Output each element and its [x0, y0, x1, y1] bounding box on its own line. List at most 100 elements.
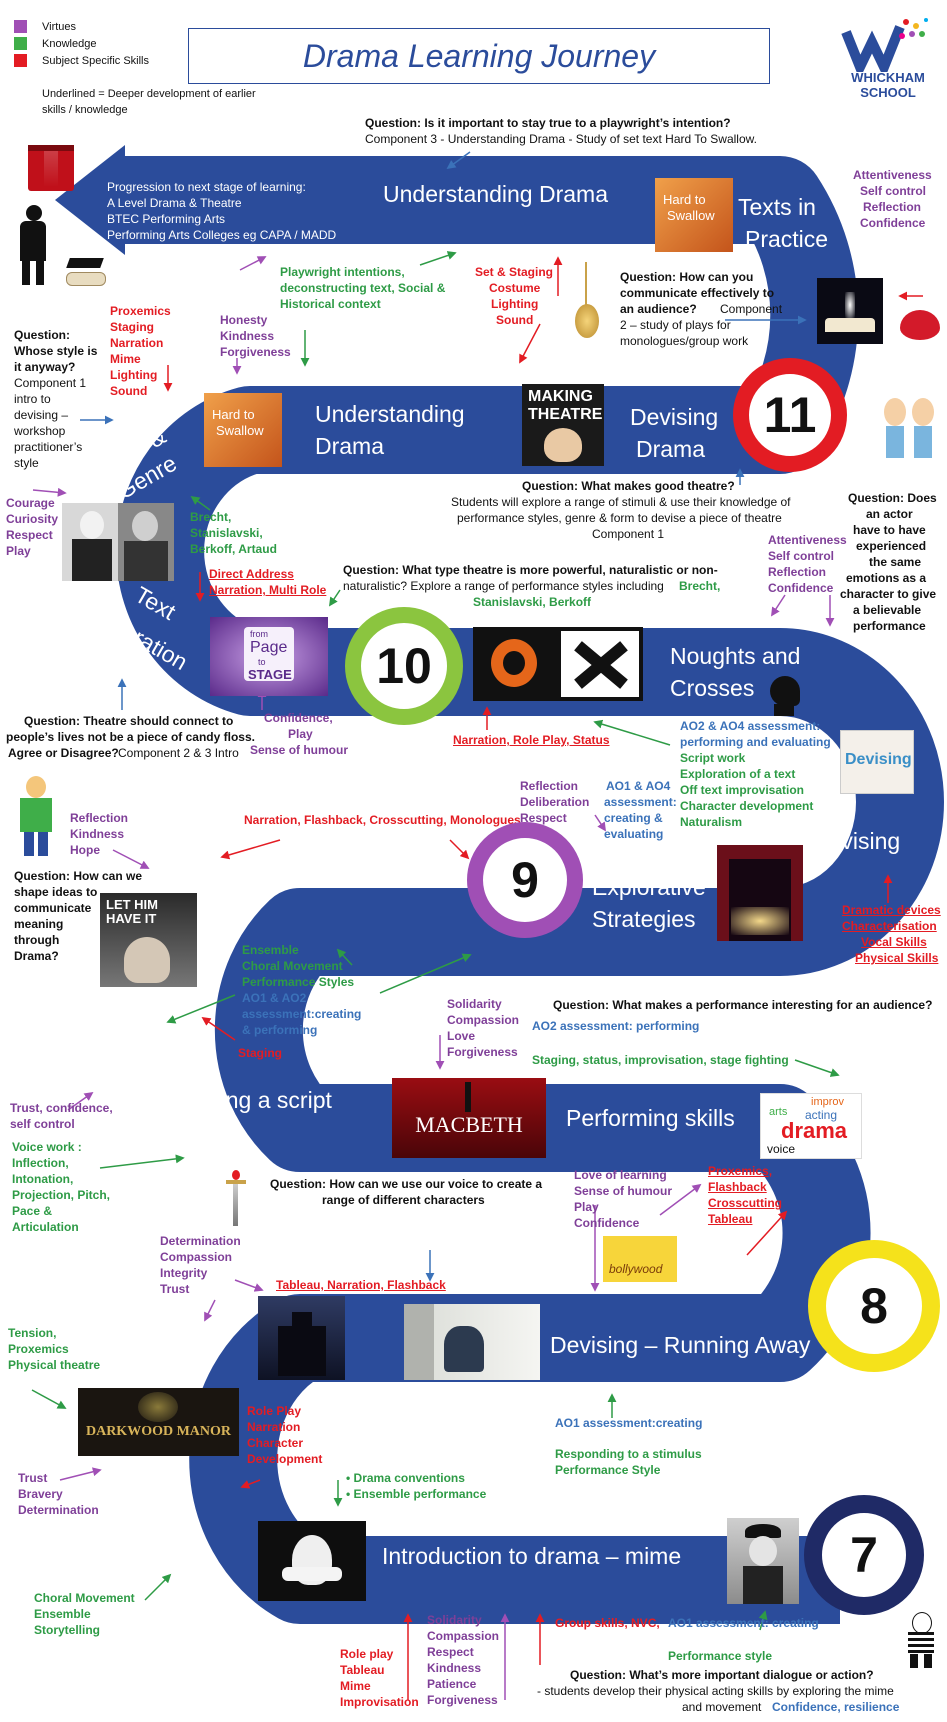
stage-spotlight-image: [717, 845, 803, 941]
haunted-house-image: [258, 1296, 345, 1380]
y9-skill-dramatic-2: Characterisation: [842, 919, 937, 933]
y10-band-devising: Devising: [812, 828, 901, 854]
legend-label-skills: Subject Specific Skills: [42, 55, 149, 67]
y7-knowledge-conv-1: • Drama conventions: [346, 1471, 465, 1485]
y9-virtue-mid-1: Solidarity: [447, 997, 502, 1011]
y7-band-darkwood-3: Manor: [137, 1521, 203, 1547]
y10-skill-direct-1: Direct Address: [209, 567, 294, 581]
y10-band-noughts-2: Crosses: [670, 675, 755, 701]
y8-knowledge-voice-5: Pace &: [12, 1204, 53, 1218]
legend-note: Underlined = Deeper development of earli…: [42, 88, 256, 116]
y10-assessment-2: performing and evaluating: [680, 735, 831, 749]
y11-virtue-4: Confidence: [860, 216, 926, 230]
noughts-crosses-image: [473, 627, 643, 701]
open-book-icon: [817, 278, 883, 344]
texts-in-practice-line2: Practice: [745, 226, 829, 252]
y8-band-running-away: Devising – Running Away: [550, 1332, 811, 1358]
year-9-badge: 9: [467, 822, 583, 938]
year-10-badge: 10: [345, 607, 463, 725]
legend-swatch-knowledge: [14, 37, 27, 50]
y11-q-audience-comp-2: 2 – study of plays for: [620, 318, 731, 332]
y9-virtue-left-3: Hope: [70, 843, 100, 857]
y11-q-actor-7: character to give: [840, 587, 937, 601]
y7-virtue-mid-2: Compassion: [427, 1629, 500, 1643]
charlie-chaplin-image: [727, 1518, 799, 1604]
y7-knowledge-perf: Performance style: [668, 1649, 773, 1663]
legend-label-knowledge: Knowledge: [42, 38, 97, 50]
y7-q-dialogue-desc-2: and movement: [682, 1700, 762, 1714]
y7-virtue-mid-1: Solidarity: [427, 1613, 482, 1627]
y11-virtue-mid-1: Honesty: [220, 313, 268, 327]
y9-knowledge-ensemble-1: Ensemble: [242, 943, 299, 957]
y7-virtue-mid-6: Forgiveness: [427, 1693, 498, 1707]
lips-icon: [900, 310, 940, 340]
y10-virtue-mid-1: Confidence,: [264, 711, 333, 725]
y10-virtue-mid-3: Sense of humour: [250, 743, 349, 757]
y9-skill-dramatic-3: Vocal Skills: [861, 935, 927, 949]
macbeth-title: MACBETH: [415, 1112, 523, 1137]
y8-virtue-love-4: Confidence: [574, 1216, 640, 1230]
y10-knowledge-script-2: Exploration of a text: [680, 767, 796, 781]
y10-q-type-2: naturalistic? Explore a range of perform…: [343, 579, 664, 593]
lhhi-line1: LET HIM: [106, 897, 158, 912]
y9-q-shape-6: Drama?: [14, 949, 59, 963]
mime-artist-cartoon: [902, 1612, 940, 1668]
y10-assessment-ao1-4: evaluating: [604, 827, 664, 841]
y11-q-good-theatre-desc-1: Students will explore a range of stimuli…: [451, 495, 791, 509]
y11-virtue-3: Reflection: [863, 200, 922, 214]
y11-skill-left-3: Narration: [110, 336, 164, 350]
y9-assessment-ao1-3: & performing: [242, 1023, 318, 1037]
y10-knowledge-script-1: Script work: [680, 751, 746, 765]
making-theatre-line1: MAKING: [528, 388, 593, 405]
y10-skill-direct-2: Narration, Multi Role: [209, 583, 327, 597]
y11-band-devising-1: Devising: [630, 404, 719, 430]
y7-virtue-mid-3: Respect: [427, 1645, 474, 1659]
y8-virtue-left-1: Trust, confidence,: [10, 1101, 113, 1115]
y8-virtue-left-2: self control: [10, 1117, 75, 1131]
y8-virtue-det-4: Trust: [160, 1282, 190, 1296]
y7-assessment-ao1: AO1 assessment: creating: [668, 1616, 819, 1630]
y11-q-good-theatre: Question: What makes good theatre?: [522, 479, 735, 493]
y10-virtue-left-2: Curiosity: [6, 512, 59, 526]
y9-skill-dramatic-1: Dramatic devices: [842, 903, 941, 917]
school-name-line1: WHICKHAM: [851, 70, 925, 85]
y11-q-good-theatre-desc-3: Component 1: [592, 527, 665, 541]
year-11-badge: 11: [733, 358, 847, 472]
heads-diagram: [882, 390, 940, 462]
y11-virtue-2: Self control: [860, 184, 927, 198]
pts-page: Page: [250, 639, 288, 656]
y11-q-audience-comp-1: Component: [720, 302, 783, 316]
y11-skill-set-1: Set & Staging: [475, 265, 554, 279]
y9-band-explorative-1: Explorative: [592, 874, 706, 900]
y11-skill-left-5: Lighting: [110, 368, 158, 382]
y10-virtue-right-4: Confidence: [768, 581, 834, 595]
y9-q-shape-4: meaning: [14, 917, 64, 931]
y11-q-style-7: workshop: [14, 424, 66, 438]
school-name-line2: SCHOOL: [860, 85, 916, 100]
y11-q-audience-comp-3: monologues/group work: [620, 334, 749, 348]
y11-virtue-mid-3: Forgiveness: [220, 345, 291, 359]
y9-skill-dramatic-4: Physical Skills: [855, 951, 939, 965]
devising-word-image: Devising: [840, 730, 914, 794]
y10-virtue-right-3: Reflection: [768, 565, 827, 579]
y8-virtue-love-2: Sense of humour: [574, 1184, 673, 1198]
y8-knowledge-tension-2: Proxemics: [8, 1342, 69, 1356]
progression-line-1: A Level Drama & Theatre: [107, 196, 242, 210]
y7-virtue-mid-4: Kindness: [427, 1661, 482, 1675]
y9-virtue-left-2: Kindness: [70, 827, 125, 841]
bollywood-word: bollywood: [609, 1262, 663, 1276]
y11-q-style-4: Component 1: [14, 376, 87, 390]
y10-virtue-reflect-3: Respect: [520, 811, 567, 825]
wc-drama: drama: [781, 1118, 848, 1143]
cover-title-line2: Swallow: [216, 423, 264, 438]
y10-assessment-ao1-1: AO1 & AO4: [606, 779, 671, 793]
y8-knowledge-voice-3: Intonation,: [12, 1172, 74, 1186]
y8-q-voice-1: Question: How can we use our voice to cr…: [270, 1177, 543, 1191]
y8-knowledge-resp-2: Performance Style: [555, 1463, 661, 1477]
y11-band-devising-2: Drama: [636, 436, 706, 462]
y7-knowledge-choral-2: Ensemble: [34, 1607, 91, 1621]
y11-q-actor-3: have to have: [853, 523, 926, 537]
runaway-boy-image: [404, 1304, 540, 1380]
y11-q-style-1: Question:: [14, 328, 70, 342]
cover-title-line1: Hard to: [212, 407, 255, 422]
